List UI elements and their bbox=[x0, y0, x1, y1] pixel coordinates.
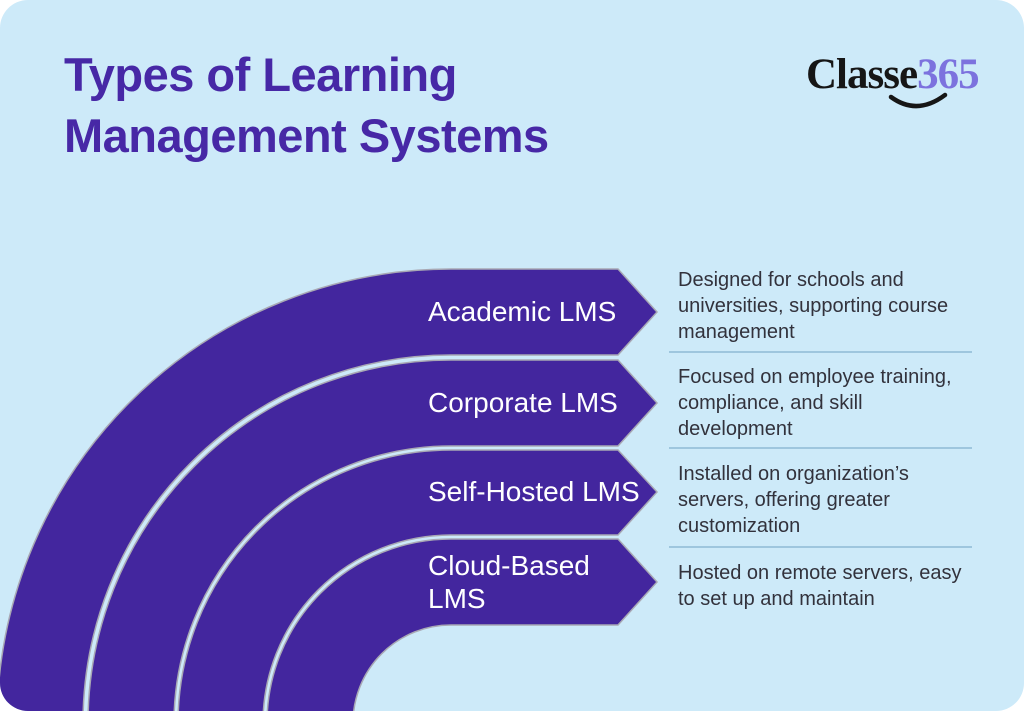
smile-icon bbox=[888, 92, 948, 109]
logo-wordmark: Classe bbox=[806, 51, 918, 98]
band-arrow-corporate bbox=[87, 359, 659, 711]
band-description-academic: Designed for schools and universities, s… bbox=[678, 269, 949, 343]
divider-line bbox=[669, 546, 972, 548]
band-arrow-cloud-based bbox=[266, 538, 659, 711]
divider-line bbox=[669, 351, 972, 353]
band-arrow-self-hosted bbox=[177, 449, 659, 711]
band-description-cloud-based: Hosted on remote servers, easy to set up… bbox=[678, 562, 962, 610]
logo-365: 365 bbox=[917, 51, 979, 98]
band-label-self-hosted: Self-Hosted LMS bbox=[428, 476, 640, 507]
band-label-academic: Academic LMS bbox=[428, 296, 617, 327]
page-title: Types of Learning Management Systems bbox=[64, 48, 549, 162]
band-arrow-academic bbox=[0, 268, 659, 711]
band-description-corporate: Focused on employee training, compliance… bbox=[678, 366, 952, 440]
band-label-cloud-based: Cloud-Based LMS bbox=[428, 550, 590, 614]
classe365-logo: Classe365 bbox=[806, 50, 980, 110]
band-label-corporate: Corporate LMS bbox=[428, 387, 618, 418]
divider-line bbox=[669, 447, 972, 449]
band-description-self-hosted: Installed on organization’s servers, off… bbox=[678, 463, 909, 537]
